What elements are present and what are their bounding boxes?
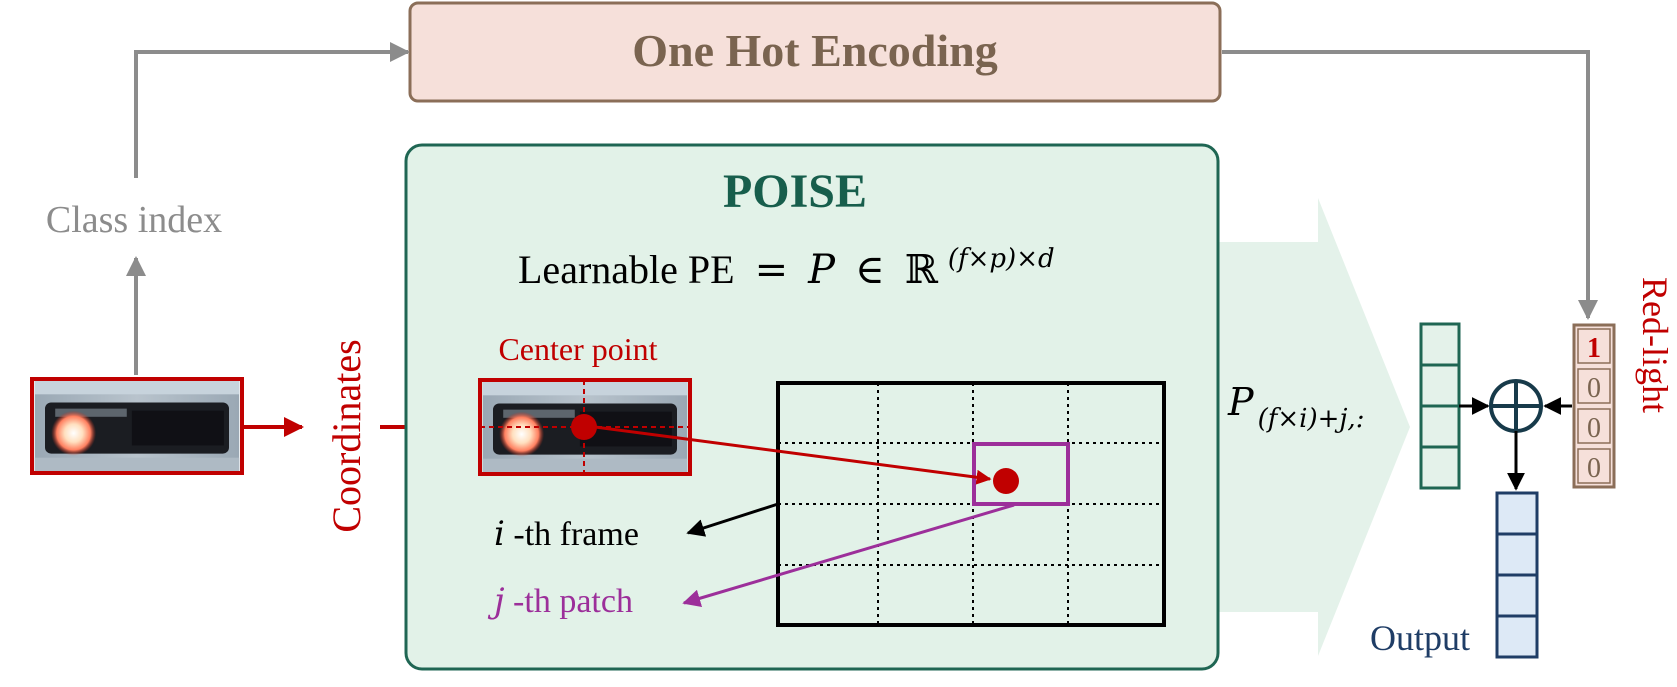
one-hot-encoding-block: One Hot Encoding: [408, 1, 1222, 103]
center-point-label: Center point: [498, 331, 657, 367]
poise-title: POISE: [723, 165, 867, 218]
selected-patch: [972, 442, 1070, 506]
learnable-pe-formula: Learnable PE = P ∈ ℝ (f×p)×d: [518, 244, 1055, 293]
projected-point-marker: [993, 468, 1019, 494]
encoder-to-vector-arrow: [1222, 50, 1598, 320]
class-index-label: Class index: [46, 199, 222, 241]
formula-exponent: (f×p)×d: [948, 244, 1055, 274]
pe-row-subscript: (f×i)+j,:: [1258, 404, 1365, 434]
ith-frame-var: i: [494, 514, 505, 554]
one-hot-encoding-title: One Hot Encoding: [632, 25, 998, 76]
ith-frame-label: i -th frame: [494, 514, 639, 554]
poise-output-flow-arrow: [1218, 198, 1410, 656]
onehot-value-1: 0: [1587, 373, 1601, 404]
poise-block: POISE Learnable PE = P ∈ ℝ (f×p)×d Cente…: [404, 143, 1220, 671]
center-point-image: [478, 378, 692, 476]
input-image: [30, 377, 244, 475]
jth-patch-text: -th patch: [513, 583, 633, 620]
center-to-patch-arrow: [594, 425, 992, 485]
jth-patch-label: j -th patch: [487, 581, 633, 621]
frame-pointer-arrow: [686, 502, 779, 537]
formula-equals: =: [755, 247, 789, 293]
formula-in: ∈: [855, 247, 885, 293]
formula-prefix: Learnable PE: [518, 247, 735, 292]
onehot-value-3: 0: [1587, 453, 1601, 484]
class-to-encoder-arrow: [134, 42, 410, 178]
pe-row-base: P: [1227, 380, 1255, 424]
one-hot-vector: 1 0 0 0: [1572, 323, 1616, 489]
formula-set: ℝ: [905, 247, 939, 293]
onehot-value-0: 1: [1587, 333, 1601, 364]
ith-frame-text: -th frame: [513, 516, 639, 553]
formula-var: P: [807, 247, 836, 293]
pe-row-label: P (f×i)+j,:: [1227, 380, 1364, 434]
center-point-marker: [571, 414, 597, 440]
pe-vector: [1419, 322, 1461, 490]
patch-pointer-arrow: [682, 503, 1015, 608]
coordinates-label: Coordinates: [324, 339, 369, 532]
class-name-label: Red-light: [1635, 277, 1675, 413]
output-label: Output: [1370, 618, 1470, 658]
sum-operator-icon: [1489, 379, 1543, 433]
output-vector: [1495, 491, 1539, 659]
onehot-value-2: 0: [1587, 413, 1601, 444]
